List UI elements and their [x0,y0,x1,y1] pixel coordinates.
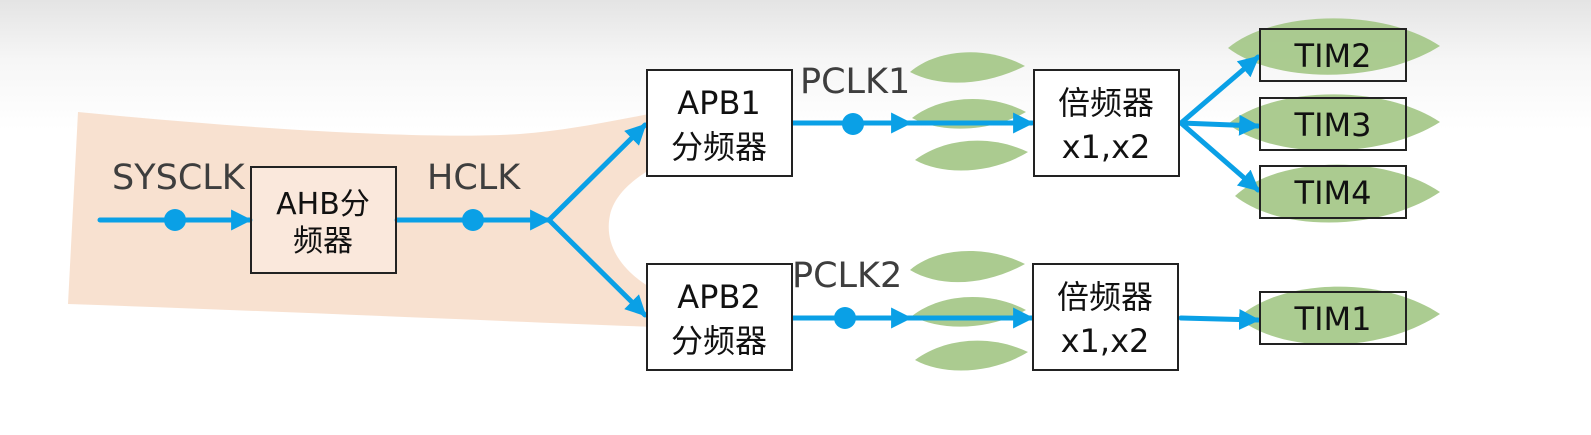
to-tim2-arrow [1178,54,1261,126]
tim1-label: TIM1 [1294,300,1372,338]
sysclk-label: SYSCLK [112,158,246,198]
apb2-line1: APB2 [677,278,761,316]
mult1-line2: x1,x2 [1062,128,1151,166]
ahb-line1: AHB分 [276,187,370,222]
to-tim4-arrow [1178,120,1261,193]
branch-to-apb2-arrow [546,217,648,318]
hclk-label: HCLK [427,158,521,198]
multiplier-2-block: 倍频器 x1,x2 [1032,263,1179,371]
apb1-prescaler-block: APB1 分频器 [646,69,793,177]
leaf-shape [1228,18,1440,75]
tim3-label: TIM3 [1294,106,1372,144]
pclk1-dot [842,113,864,135]
to-tim1-arrow [1178,309,1261,331]
mult2-line1: 倍频器 [1057,278,1153,316]
tim2-label: TIM2 [1294,37,1372,75]
tim4-block: TIM4 [1259,165,1407,219]
ahb-prescaler-block: AHB分 频器 [250,166,397,274]
tim1-block: TIM1 [1259,291,1407,345]
apb1-line2: 分频器 [671,128,767,166]
leaf-shape [1238,286,1440,345]
mult2-line2: x1,x2 [1061,322,1150,360]
leaf-shape [915,140,1028,171]
ahb-line2: 频器 [293,224,353,259]
leaf-decorations [910,18,1440,371]
pclk1-label: PCLK1 [800,62,910,102]
highlight-band [68,92,790,330]
tim3-block: TIM3 [1259,97,1407,151]
leaf-shape [910,251,1025,283]
multiplier-1-block: 倍频器 x1,x2 [1033,69,1180,177]
leaf-shape [1235,164,1440,223]
tim2-block: TIM2 [1259,28,1407,82]
leaf-shape [910,52,1025,83]
pclk2-label: PCLK2 [792,256,902,296]
apb2-line2: 分频器 [671,322,767,360]
pclk2-dot [834,307,856,329]
mult1-line1: 倍频器 [1058,84,1154,122]
to-tim3-arrow [1178,114,1261,136]
sysclk-dot [164,209,186,231]
leaf-shape [912,297,1026,327]
apb1-line1: APB1 [677,84,761,122]
branch-to-apb1-arrow [546,122,648,223]
hclk-dot [462,209,484,231]
apb2-prescaler-block: APB2 分频器 [646,263,793,371]
leaf-shape [915,340,1028,371]
leaf-shape [1228,94,1440,151]
tim4-label: TIM4 [1294,174,1372,212]
signal-dots [164,113,864,329]
